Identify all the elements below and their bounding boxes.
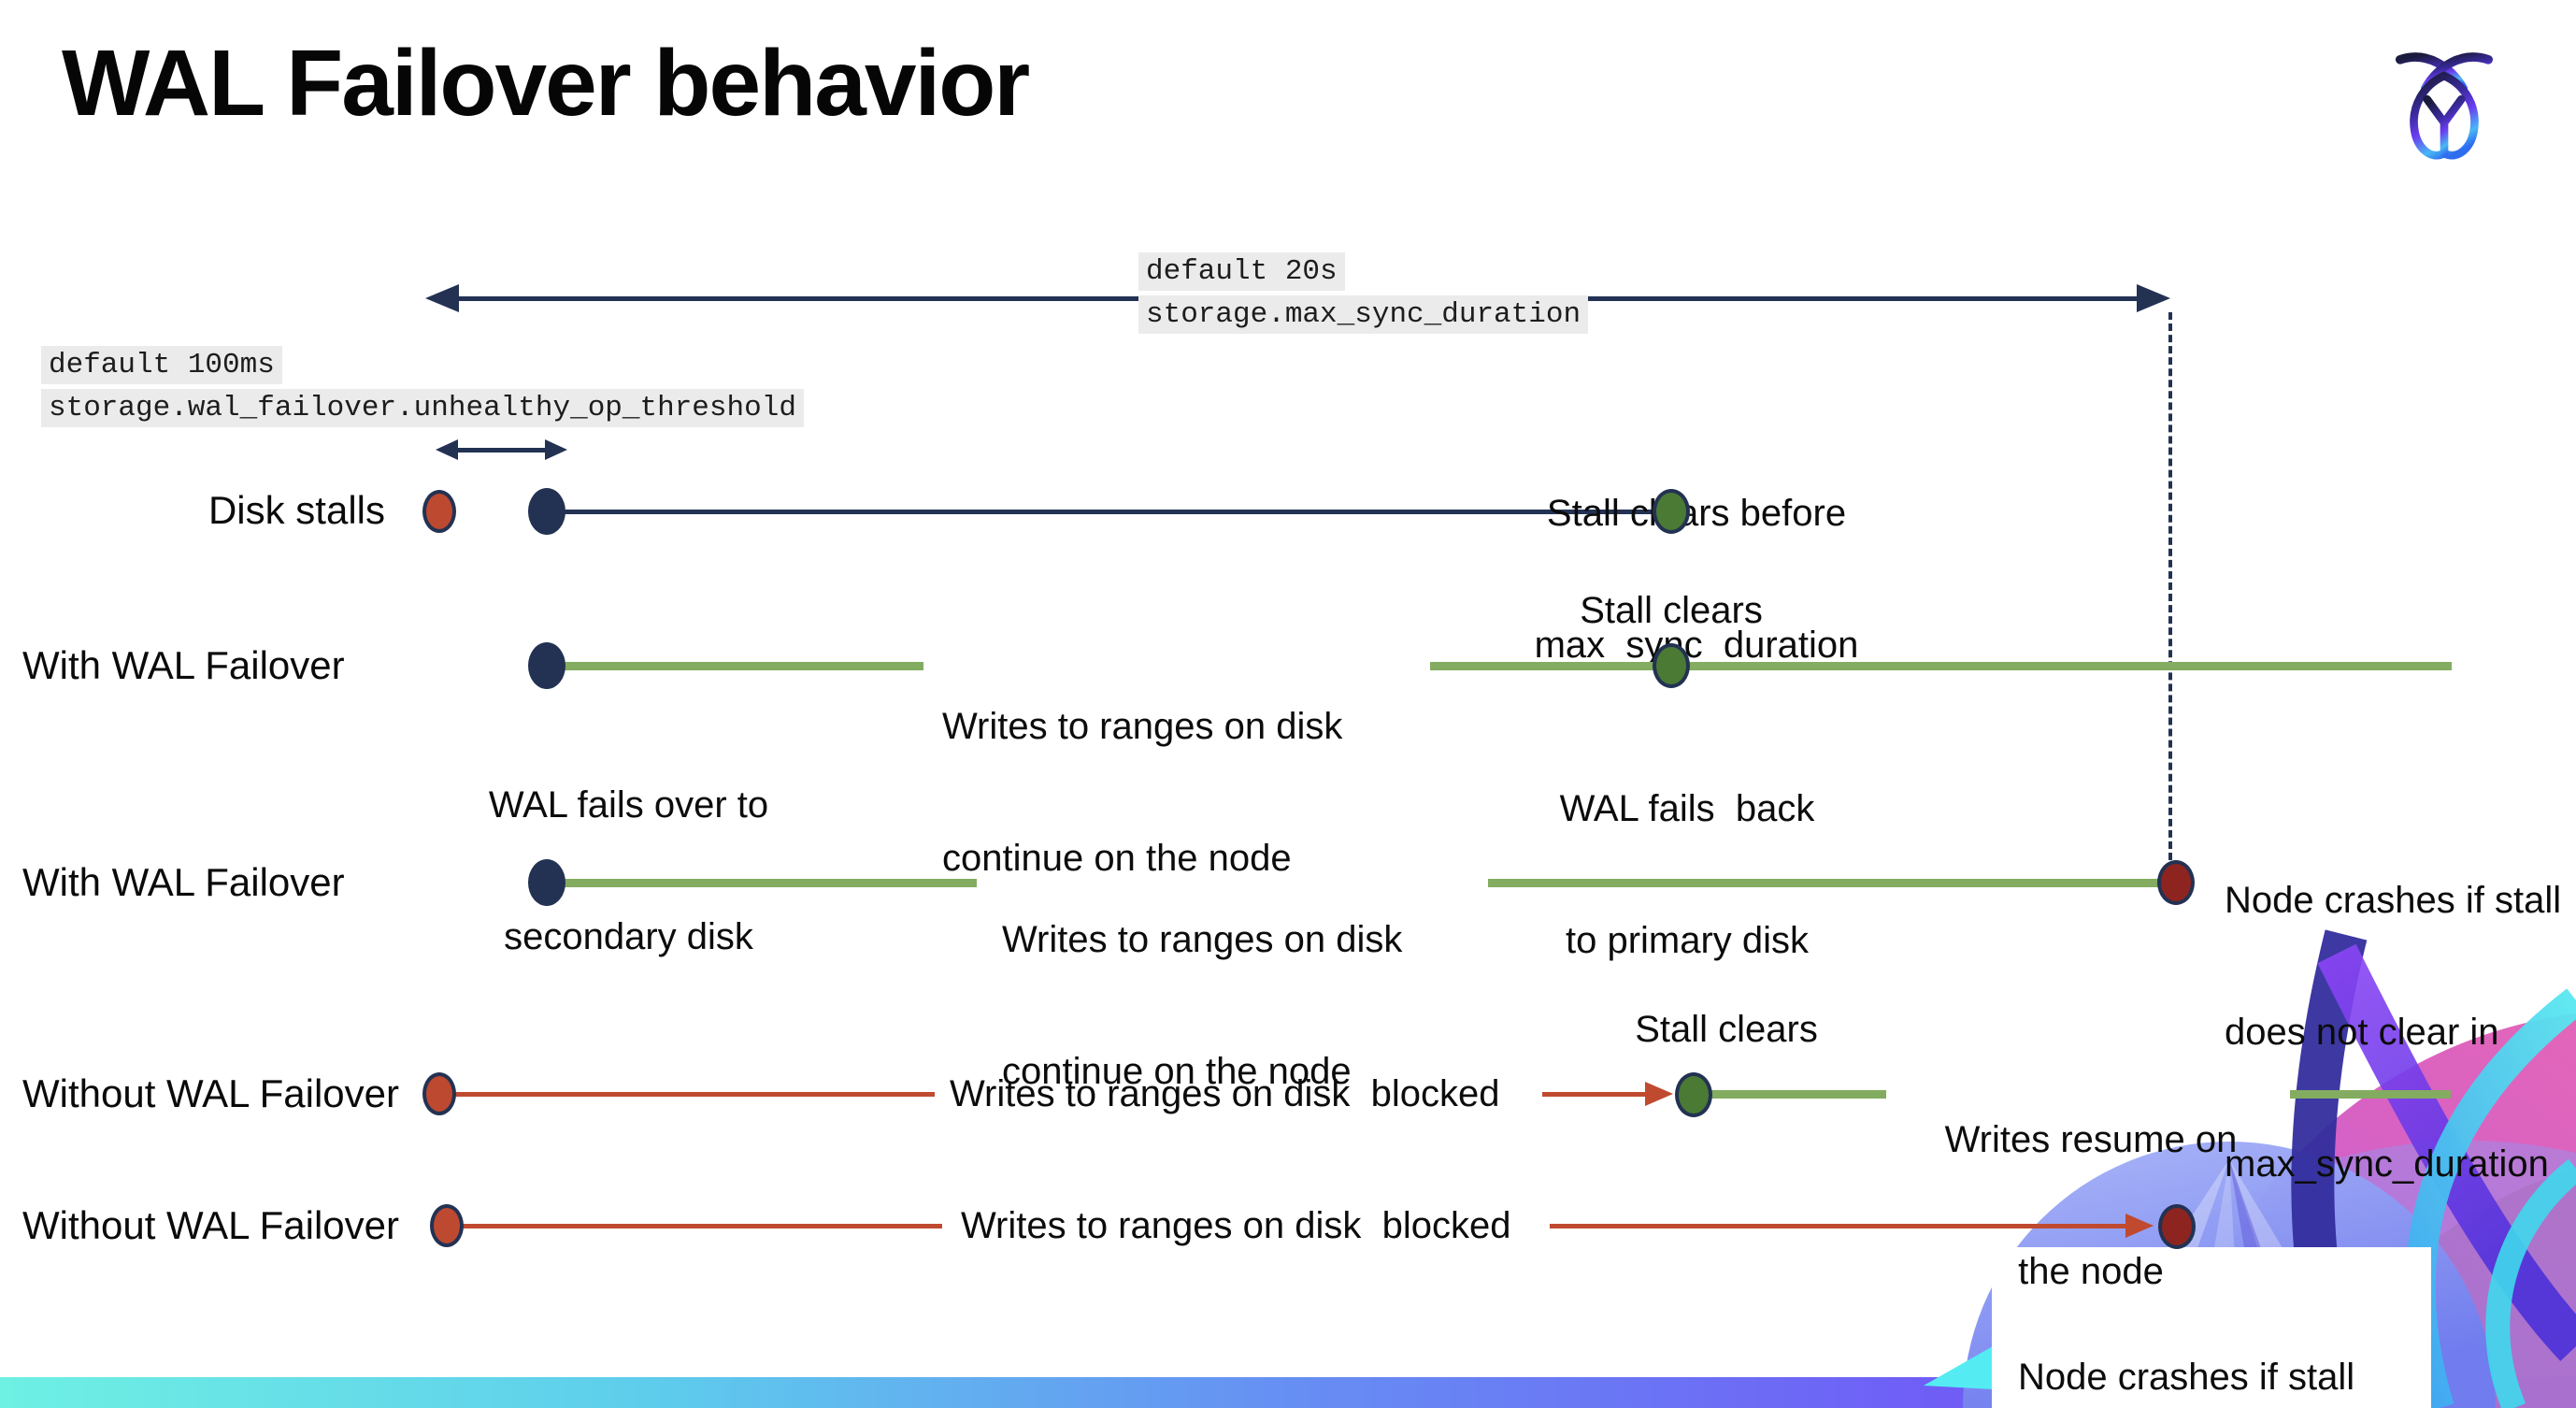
unhealthy-op-default-label: default 100ms — [41, 346, 282, 384]
page-title: WAL Failover behavior — [62, 31, 1030, 136]
max-sync-dashed-line — [2168, 312, 2172, 860]
arrowhead-left-icon — [425, 284, 459, 312]
arrowhead-right-icon — [2137, 284, 2170, 312]
nowal2-node-crash-dot — [2158, 1204, 2196, 1249]
wal1-writes-note: Writes to ranges on disk continue on the… — [942, 706, 1343, 879]
small-arrowhead-right-icon — [545, 439, 567, 460]
nowal1-stall-start-dot — [422, 1072, 456, 1115]
row-label-without-wal-failover-2: Without WAL Failover — [22, 1203, 399, 1247]
row-label-without-wal-failover-1: Without WAL Failover — [22, 1071, 399, 1115]
nowal1-red-segment-b — [1542, 1092, 1647, 1097]
unhealthy-op-span-line — [454, 448, 548, 453]
wal2-crash-note: Node crashes if stall does not clear in … — [2225, 880, 2562, 1185]
row-label-disk-stalls: Disk stalls — [208, 488, 385, 532]
nowal1-writes-blocked-note: Writes to ranges on disk blocked — [950, 1073, 1500, 1114]
stall-clears-dot — [1653, 489, 1690, 534]
nowal1-green-segment-b — [2290, 1090, 2451, 1099]
small-arrowhead-left-icon — [436, 439, 458, 460]
wal1-stall-clears-note: Stall clears — [1580, 590, 1763, 631]
max-sync-setting-label: storage.max_sync_duration — [1138, 295, 1589, 334]
wal1-failover-note: WAL fails over to secondary disk — [488, 784, 769, 957]
wal1-green-segment-b — [1430, 662, 1658, 670]
disk-stall-start-dot — [422, 490, 456, 533]
row-label-with-wal-failover-1: With WAL Failover — [22, 643, 345, 687]
failover-threshold-dot — [528, 488, 565, 535]
cockroachdb-logo-icon — [2395, 52, 2494, 160]
row-label-with-wal-failover-2: With WAL Failover — [22, 860, 345, 904]
nowal2-writes-blocked-note: Writes to ranges on disk blocked — [961, 1205, 1511, 1246]
nowal1-green-segment-a — [1709, 1090, 1886, 1099]
nowal2-red-segment-a — [462, 1224, 942, 1228]
wal2-node-crash-dot — [2157, 860, 2195, 905]
wal2-writes-note: Writes to ranges on disk continue on the… — [1002, 919, 1403, 1092]
nowal1-red-arrowhead-icon — [1645, 1082, 1673, 1106]
nowal2-red-segment-b — [1550, 1224, 2125, 1228]
nowal2-crash-note-box: Node crashes if stall does not clear in … — [1992, 1247, 2431, 1408]
wal1-green-segment-c — [1688, 662, 2452, 670]
nowal2-stall-start-dot — [430, 1204, 464, 1247]
nowal2-red-arrowhead-icon — [2125, 1214, 2154, 1238]
wal-failover-dot-2 — [528, 859, 565, 906]
nowal1-stall-clears-dot — [1675, 1072, 1712, 1117]
nowal1-resume-note: Writes resume on the node — [1944, 1119, 2238, 1292]
wal2-green-segment-b — [1488, 879, 2165, 887]
wal-failover-dot-1 — [528, 642, 565, 689]
wal1-failback-note: WAL fails back to primary disk — [1559, 788, 1815, 961]
disk-stalls-timeline — [547, 510, 1671, 514]
max-sync-default-label: default 20s — [1138, 252, 1345, 291]
unhealthy-op-setting-label: storage.wal_failover.unhealthy_op_thresh… — [41, 389, 804, 427]
wal2-green-segment-a — [561, 879, 977, 887]
nowal2-crash-note: Node crashes if stall does not clear in … — [2018, 1357, 2355, 1398]
nowal1-stall-clears-note: Stall clears — [1635, 1009, 1818, 1050]
nowal1-red-segment-a — [454, 1092, 935, 1097]
wal1-stall-clears-dot — [1653, 643, 1690, 688]
wal1-green-segment-a — [559, 662, 923, 670]
